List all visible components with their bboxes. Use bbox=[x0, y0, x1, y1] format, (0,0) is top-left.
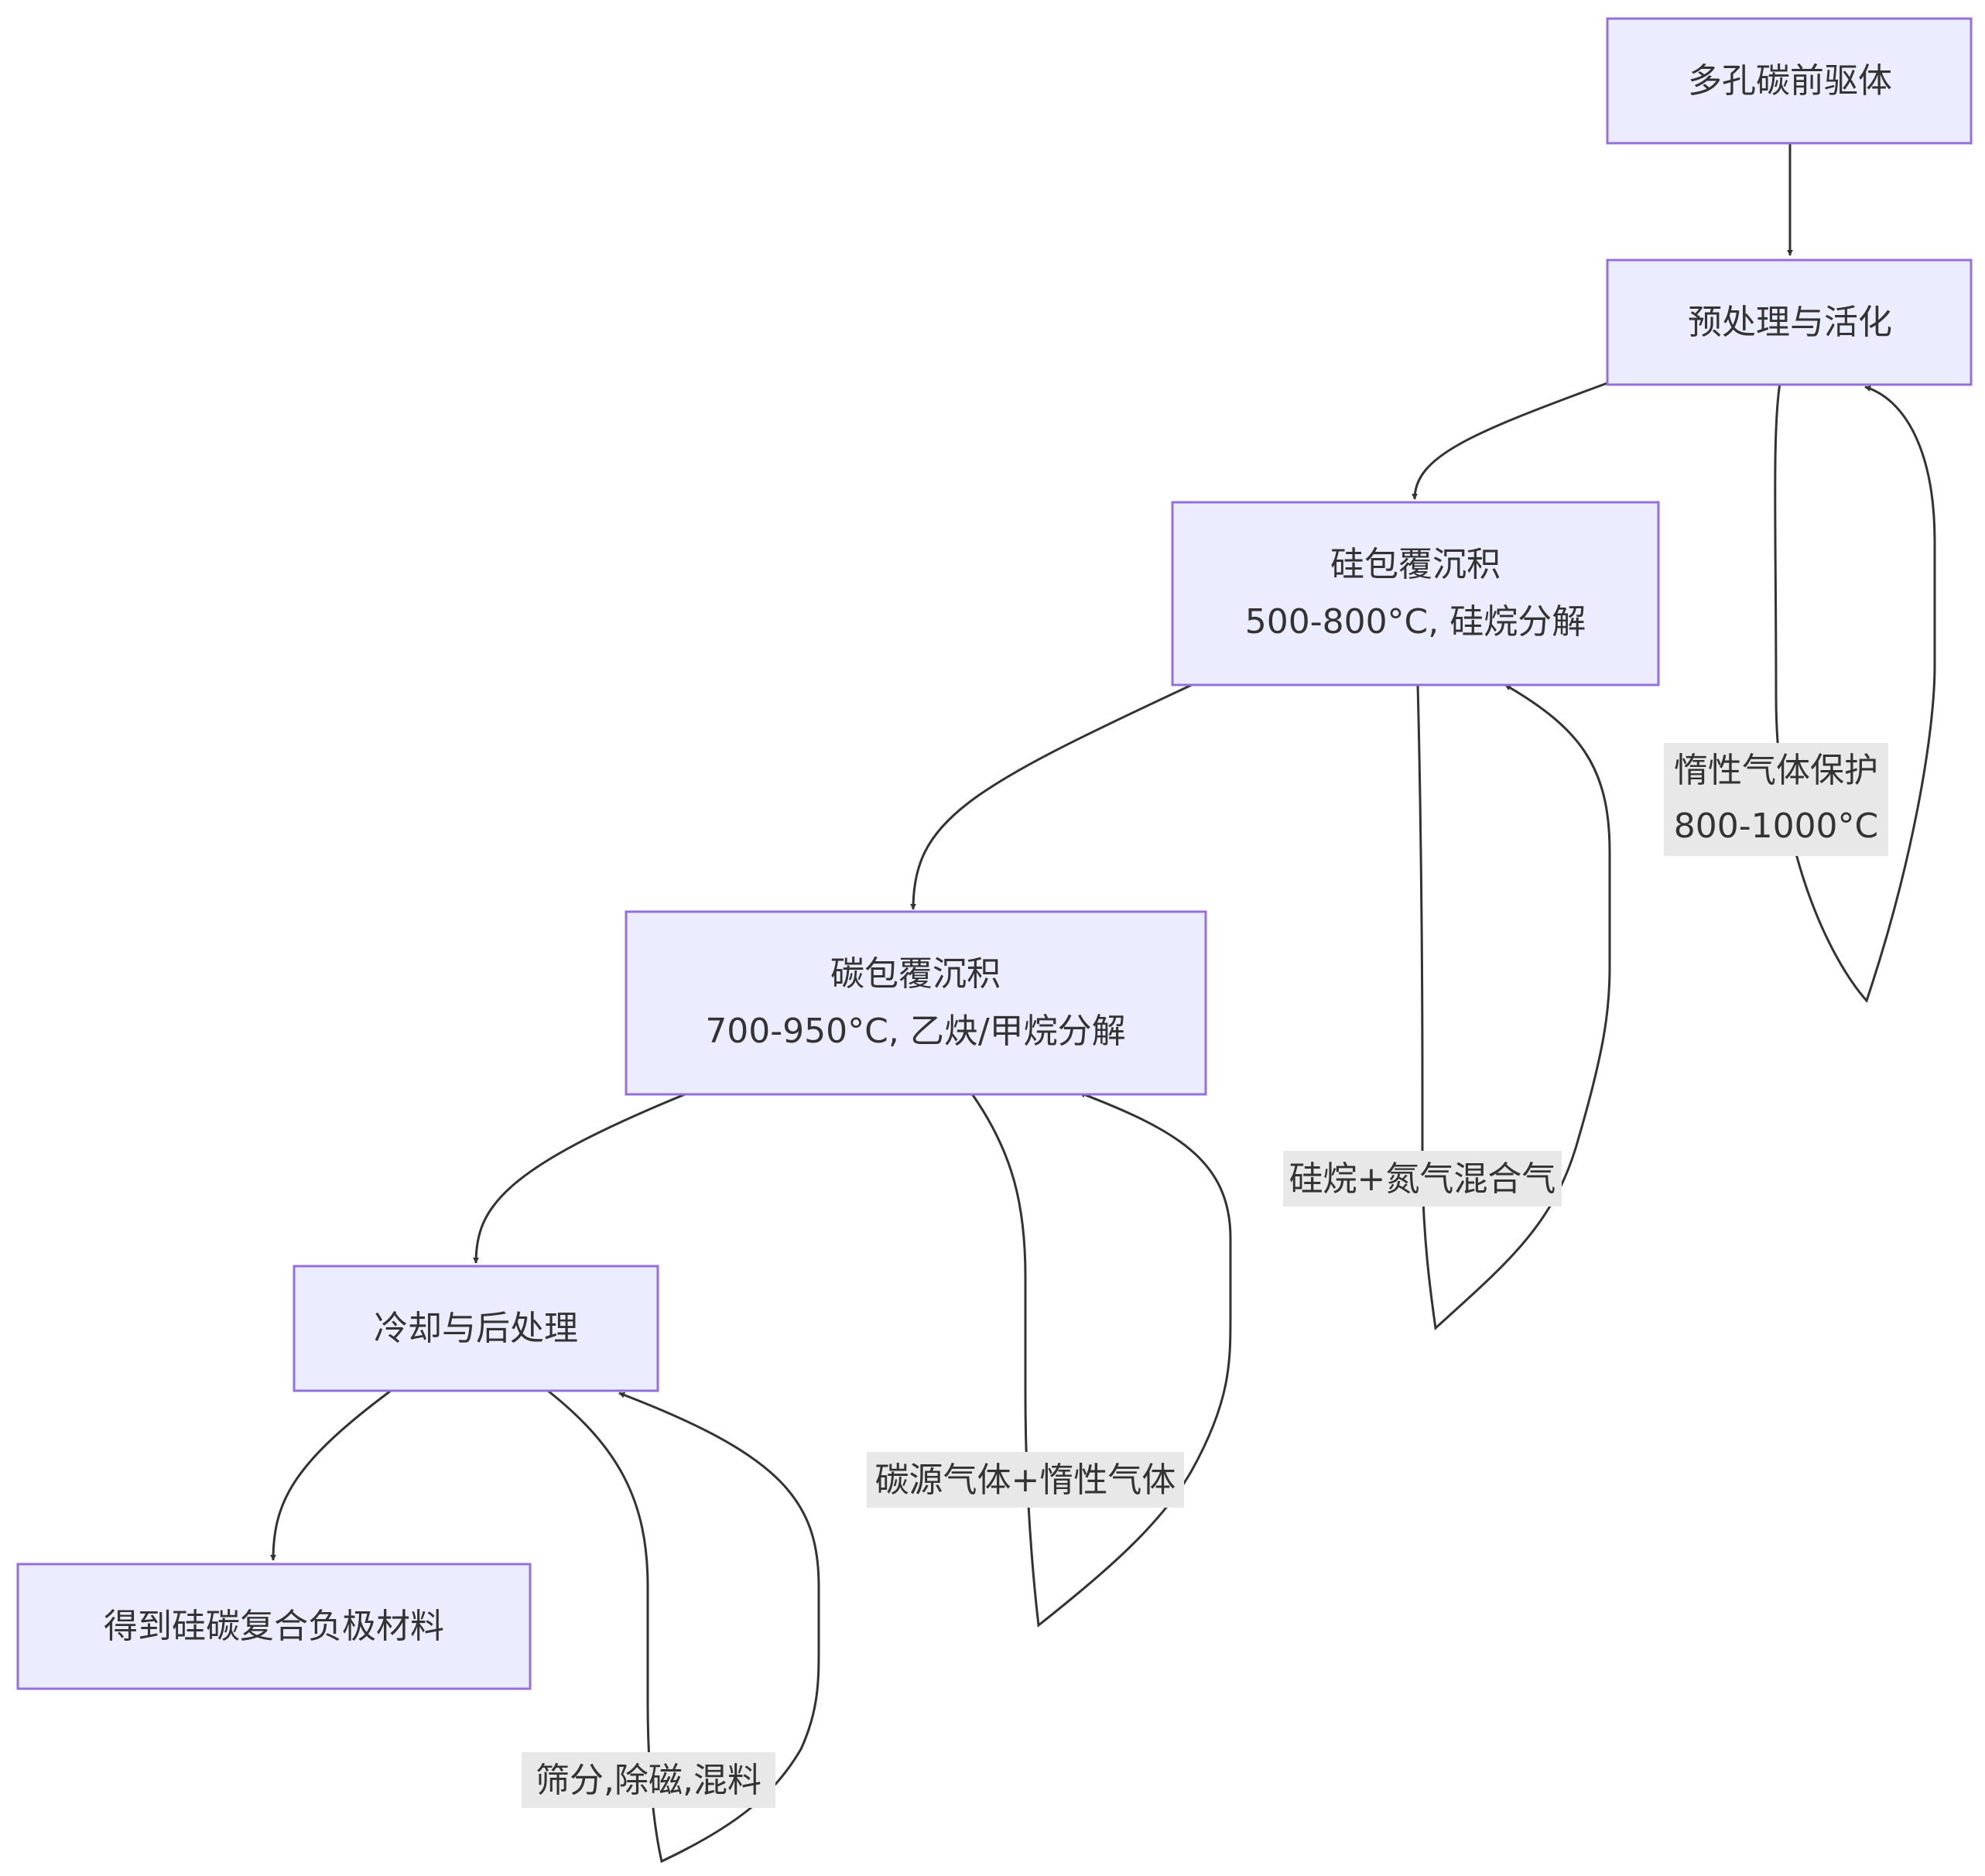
node-cooling[interactable]: 冷却与后处理 bbox=[293, 1265, 659, 1392]
edge-label-pretreatment-loop-line2: 800-1000°C bbox=[1674, 806, 1879, 846]
node-carbon-coating-title: 碳包覆沉积 bbox=[830, 954, 1001, 994]
edge-label-carbon-loop: 碳源气体+惰性气体 bbox=[867, 1452, 1184, 1508]
edge-silicon-to-carbon bbox=[910, 683, 1193, 910]
node-pretreatment-label: 预处理与活化 bbox=[1688, 303, 1892, 342]
node-silicon-coating-detail: 500-800°C, 硅烷分解 bbox=[1245, 602, 1586, 642]
node-precursor-label: 多孔碳前驱体 bbox=[1688, 61, 1892, 101]
node-precursor[interactable]: 多孔碳前驱体 bbox=[1606, 17, 1973, 145]
node-silicon-coating[interactable]: 硅包覆沉积 500-800°C, 硅烷分解 bbox=[1171, 501, 1660, 686]
edge-pretreatment-loop bbox=[1774, 382, 1936, 1003]
edge-carbon-to-cooling bbox=[473, 1091, 690, 1264]
edge-label-carbon-loop-text: 碳源气体+惰性气体 bbox=[875, 1460, 1176, 1500]
edge-silicon-loop bbox=[1416, 683, 1611, 1331]
edge-carbon-loop bbox=[970, 1091, 1232, 1628]
edge-cooling-loop bbox=[547, 1389, 820, 1864]
edge-label-silicon-loop: 硅烷+氮气混合气 bbox=[1283, 1151, 1562, 1207]
node-silicon-coating-title: 硅包覆沉积 bbox=[1330, 545, 1501, 584]
node-product[interactable]: 得到硅碳复合负极材料 bbox=[16, 1563, 532, 1690]
node-product-label: 得到硅碳复合负极材料 bbox=[104, 1607, 444, 1646]
edge-label-pretreatment-loop: 惰性气体保护 800-1000°C bbox=[1664, 743, 1888, 856]
edge-label-pretreatment-loop-line1: 惰性气体保护 bbox=[1674, 751, 1878, 790]
edge-pretreatment-to-silicon bbox=[1412, 382, 1608, 500]
node-pretreatment[interactable]: 预处理与活化 bbox=[1606, 258, 1973, 386]
edge-label-cooling-loop-text: 筛分,除磁,混料 bbox=[536, 1761, 761, 1800]
edge-cooling-to-product bbox=[270, 1389, 392, 1561]
node-cooling-label: 冷却与后处理 bbox=[374, 1309, 578, 1348]
node-carbon-coating[interactable]: 碳包覆沉积 700-950°C, 乙炔/甲烷分解 bbox=[625, 910, 1207, 1096]
edge-label-silicon-loop-text: 硅烷+氮气混合气 bbox=[1289, 1159, 1556, 1199]
edge-label-cooling-loop: 筛分,除磁,混料 bbox=[522, 1752, 775, 1808]
node-carbon-coating-detail: 700-950°C, 乙炔/甲烷分解 bbox=[705, 1012, 1125, 1051]
